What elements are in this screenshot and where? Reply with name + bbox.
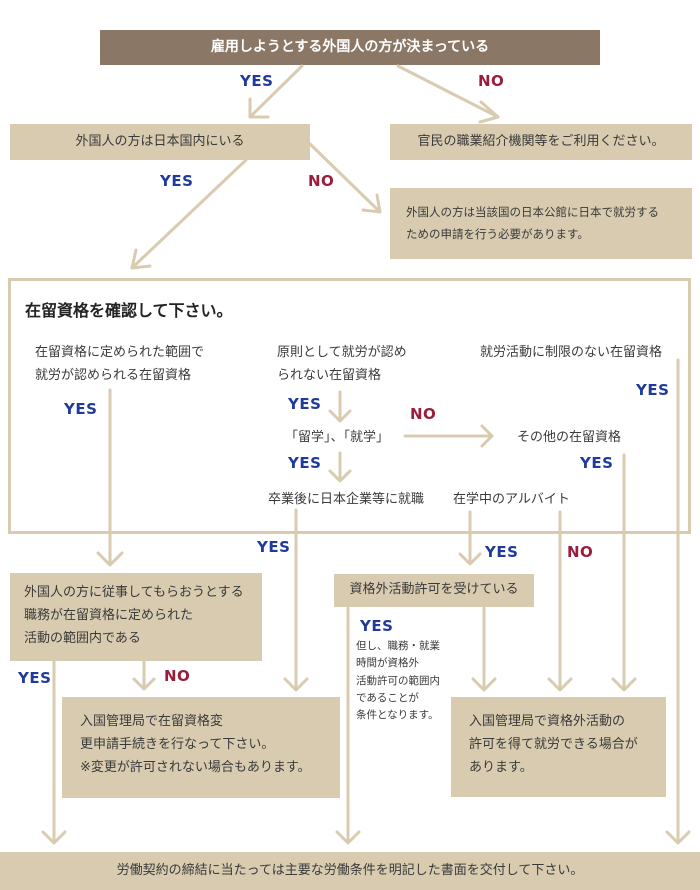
yes-label-graduate: YES — [257, 538, 291, 556]
work-permit-box: 入国管理局で資格外活動の 許可を得て就労できる場合が あります。 — [451, 697, 666, 797]
duty-line2: 職務が在留資格に定められた — [24, 607, 194, 623]
start-title: 雇用しようとする外国人の方が決まっている — [210, 39, 490, 56]
change-line3: ※変更が許可されない場合もあります。 — [80, 759, 311, 775]
yes-label-in-japan: YES — [160, 172, 194, 190]
employment-agency-text: 官民の職業紹介機関等をご利用ください。 — [417, 133, 665, 149]
abroad-notice-line2: ための申請を行う必要があります。 — [406, 226, 589, 241]
status-col2-line1: 原則として就労が認め — [277, 345, 407, 360]
permit-note-line5: 条件となります。 — [356, 709, 439, 722]
contract-notice-box: 労働契約の締結に当たっては主要な労働条件を明記した書面を交付して下さい。 — [0, 852, 700, 890]
yes-label-permit: YES — [360, 617, 394, 635]
yes-label-parttime: YES — [485, 543, 519, 561]
status-col1-line1: 在留資格に定められた範囲で — [35, 345, 205, 360]
no-label-in-japan: NO — [308, 172, 335, 190]
abroad-notice-line1: 外国人の方は当該国の日本公館に日本で就労する — [406, 205, 659, 219]
in-japan-text: 外国人の方は日本国内にいる — [75, 133, 245, 149]
student-parttime-label: 在学中のアルバイト — [453, 492, 570, 507]
work-permit-line1: 入国管理局で資格外活動の — [469, 714, 626, 729]
ryugaku-label: 「留学」、「就学」 — [285, 430, 390, 445]
status-col1: 在留資格に定められた範囲で 就労が認められる在留資格 — [35, 342, 204, 388]
duty-line1: 外国人の方に従事してもらおうとする — [24, 585, 244, 600]
no-label-top: NO — [478, 72, 505, 90]
arrow-parttime-no — [547, 510, 573, 692]
yes-label-duty: YES — [18, 669, 52, 687]
status-col1-line2: 就労が認められる在留資格 — [35, 367, 192, 383]
status-col2: 原則として就労が認め られない在留資格 — [277, 342, 407, 388]
permit-text: 資格外活動許可を受けている — [349, 582, 519, 598]
no-label-duty: NO — [164, 667, 191, 685]
status-col3: 就労活動に制限のない在留資格 — [480, 345, 663, 360]
work-permit-line3: あります。 — [469, 759, 533, 775]
permit-box: 資格外活動許可を受けている — [334, 574, 534, 607]
change-line2: 更申請手続きを行なって下さい。 — [80, 736, 275, 752]
arrow-permit-to-workpermit — [471, 606, 497, 692]
no-label-ryugaku: NO — [410, 405, 437, 423]
arrow-duty-no-change — [132, 660, 156, 691]
yes-label-col3: YES — [636, 381, 670, 399]
permit-note-line2: 時間が資格外 — [356, 657, 419, 670]
contract-notice-text: 労働契約の締結に当たっては主要な労働条件を明記した書面を交付して下さい。 — [116, 862, 584, 878]
status-heading: 在留資格を確認して下さい。 — [25, 301, 233, 320]
yes-label-col1: YES — [64, 400, 98, 418]
no-label-permit: NO — [567, 543, 594, 561]
change-line1: 入国管理局で在留資格変 — [80, 714, 224, 729]
permit-note-line4: であることが — [356, 691, 419, 704]
other-status-label: その他の在留資格 — [517, 430, 622, 445]
employment-agency-box: 官民の職業紹介機関等をご利用ください。 — [390, 124, 692, 160]
yes-label-col2: YES — [288, 395, 322, 413]
arrow-graduate-to-change — [283, 508, 309, 692]
work-permit-line2: 許可を得て就労できる場合が — [469, 736, 638, 752]
status-col2-line2: られない在留資格 — [277, 367, 382, 383]
graduate-job-label: 卒業後に日本企業等に就職 — [268, 492, 425, 507]
yes-label-other: YES — [580, 454, 614, 472]
duty-line3: 活動の範囲内である — [24, 630, 141, 646]
in-japan-box: 外国人の方は日本国内にいる — [10, 124, 310, 160]
permit-note-line1: 但し、職務・就業 — [356, 640, 440, 652]
duty-scope-box: 外国人の方に従事してもらおうとする 職務が在留資格に定められた 活動の範囲内であ… — [10, 573, 262, 661]
yes-label-ryugaku: YES — [288, 454, 322, 472]
yes-label-top: YES — [240, 72, 274, 90]
status-change-box: 入国管理局で在留資格変 更申請手続きを行なって下さい。 ※変更が許可されない場合… — [62, 697, 340, 798]
permit-note: 但し、職務・就業 時間が資格外 活動許可の範囲内 であることが 条件となります。 — [356, 638, 440, 725]
start-box: 雇用しようとする外国人の方が決まっている — [100, 30, 600, 65]
permit-note-line3: 活動許可の範囲内 — [356, 674, 440, 687]
abroad-notice-box: 外国人の方は当該国の日本公館に日本で就労する ための申請を行う必要があります。 — [390, 188, 692, 259]
